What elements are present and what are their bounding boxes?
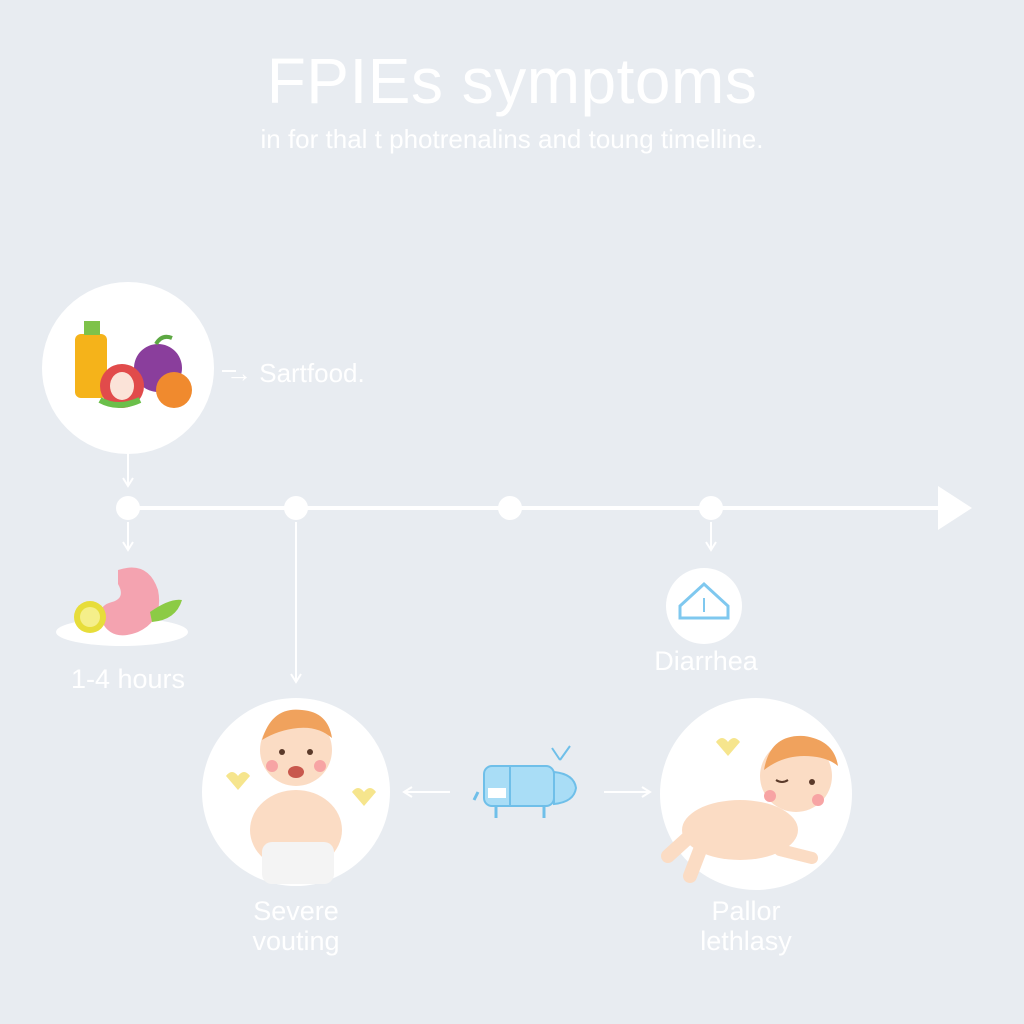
pallor-label-line2: lethlasy bbox=[700, 926, 792, 956]
connector-start-arrow bbox=[122, 477, 134, 488]
timeline-arrowhead bbox=[938, 486, 972, 530]
timeline-node-3 bbox=[498, 496, 522, 520]
connector-severe-arrow bbox=[290, 673, 302, 684]
timeline-node-4 bbox=[699, 496, 723, 520]
timeline-node-2 bbox=[284, 496, 308, 520]
arrow-right-head bbox=[641, 786, 652, 798]
severe-label-line1: Severe bbox=[253, 896, 339, 926]
arrow-left-head bbox=[402, 786, 413, 798]
severe-label-line2: vouting bbox=[252, 926, 340, 956]
page-subtitle: in for thal t photrenalins and toung tim… bbox=[260, 124, 764, 154]
connector-stomach-arrow bbox=[122, 541, 134, 552]
pallor-label-line1: Pallor bbox=[711, 896, 781, 926]
diarrhea-label: Diarrhea bbox=[654, 646, 758, 676]
connector-diarrhea-arrow bbox=[705, 541, 717, 552]
page-title: FPIEs symptoms bbox=[266, 45, 758, 117]
timeline-node-1 bbox=[116, 496, 140, 520]
hours-label: 1-4 hours bbox=[70, 664, 186, 694]
start-label: → Sartfood. bbox=[226, 358, 365, 388]
